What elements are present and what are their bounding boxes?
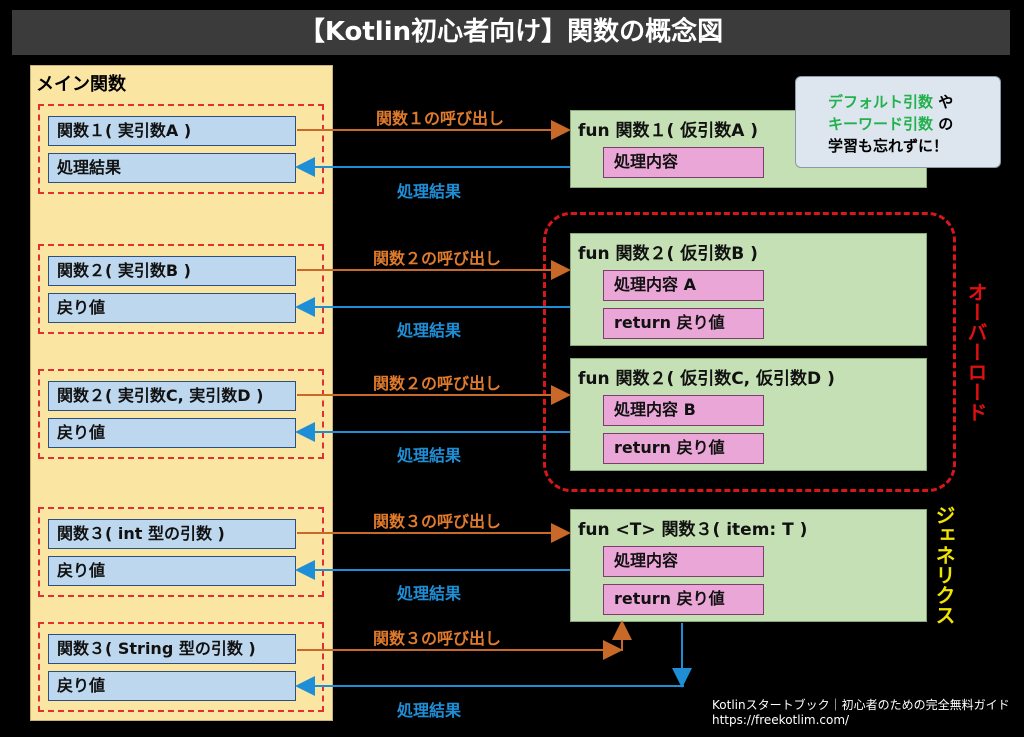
note-keyword-args: キーワード引数 (828, 115, 934, 133)
note-line1-tail: や (933, 93, 954, 111)
page-title: 【Kotlin初心者向け】関数の概念図 (12, 10, 1010, 55)
main-function-title: メイン関数 (36, 74, 126, 95)
call-label-2: 関数２の呼び出し (373, 249, 502, 268)
function-2a-body-1: 処理内容 A (603, 270, 764, 301)
function-3-signature: fun <T> 関数３( item: T ) (578, 520, 808, 540)
result-label-3: 処理結果 (397, 446, 462, 465)
function-2b-signature: fun 関数２( 仮引数C, 仮引数D ) (578, 369, 835, 389)
footer-url[interactable]: https://freekotlim.com/ (712, 713, 850, 727)
call-group-3 (38, 369, 324, 459)
note-line2-tail: の (933, 115, 954, 133)
generics-label: ジェネリクス (932, 505, 956, 625)
result-box-3: 戻り値 (48, 418, 296, 448)
function-2b-body-2: return 戻り値 (603, 433, 764, 464)
call-box-4: 関数３( int 型の引数 ) (48, 519, 296, 549)
call-group-4 (38, 507, 324, 597)
call-group-5 (38, 622, 324, 712)
call-box-5: 関数３( String 型の引数 ) (48, 634, 296, 664)
call-label-5: 関数３の呼び出し (373, 629, 502, 648)
result-label-1: 処理結果 (397, 182, 462, 201)
footer-site-name: Kotlinスタートブック｜初心者のための完全無料ガイド (712, 698, 1010, 712)
note-default-args: デフォルト引数 (828, 93, 934, 111)
learning-note-scroll: デフォルト引数 や キーワード引数 の 学習も忘れずに！ (795, 76, 1001, 168)
function-2b-body-1: 処理内容 B (603, 395, 764, 426)
result-box-5: 戻り値 (48, 671, 296, 701)
result-box-4: 戻り値 (48, 556, 296, 586)
function-3-body-1: 処理内容 (603, 546, 764, 577)
call-box-2: 関数２( 実引数B ) (48, 256, 296, 286)
call-label-4: 関数３の呼び出し (373, 512, 502, 531)
result-label-4: 処理結果 (397, 584, 462, 603)
call-group-1 (38, 104, 324, 194)
result-label-5: 処理結果 (397, 701, 462, 720)
result-box-2: 戻り値 (48, 293, 296, 323)
call-box-3: 関数２( 実引数C, 実引数D ) (48, 381, 296, 411)
function-1-signature: fun 関数１( 仮引数A ) (578, 121, 759, 141)
call-label-1: 関数１の呼び出し (376, 109, 505, 128)
function-3-body-2: return 戻り値 (603, 584, 764, 615)
function-1-body-1: 処理内容 (603, 147, 764, 178)
overload-group-border (543, 212, 956, 492)
function-2a-body-2: return 戻り値 (603, 308, 764, 339)
call-label-3: 関数２の呼び出し (373, 374, 502, 393)
note-line3: 学習も忘れずに！ (828, 137, 949, 155)
call-group-2 (38, 244, 324, 334)
result-label-2: 処理結果 (397, 321, 462, 340)
overload-label: オーバーロード (964, 282, 988, 422)
call-box-1: 関数１( 実引数A ) (48, 116, 296, 146)
function-2a-signature: fun 関数２( 仮引数B ) (578, 244, 758, 264)
